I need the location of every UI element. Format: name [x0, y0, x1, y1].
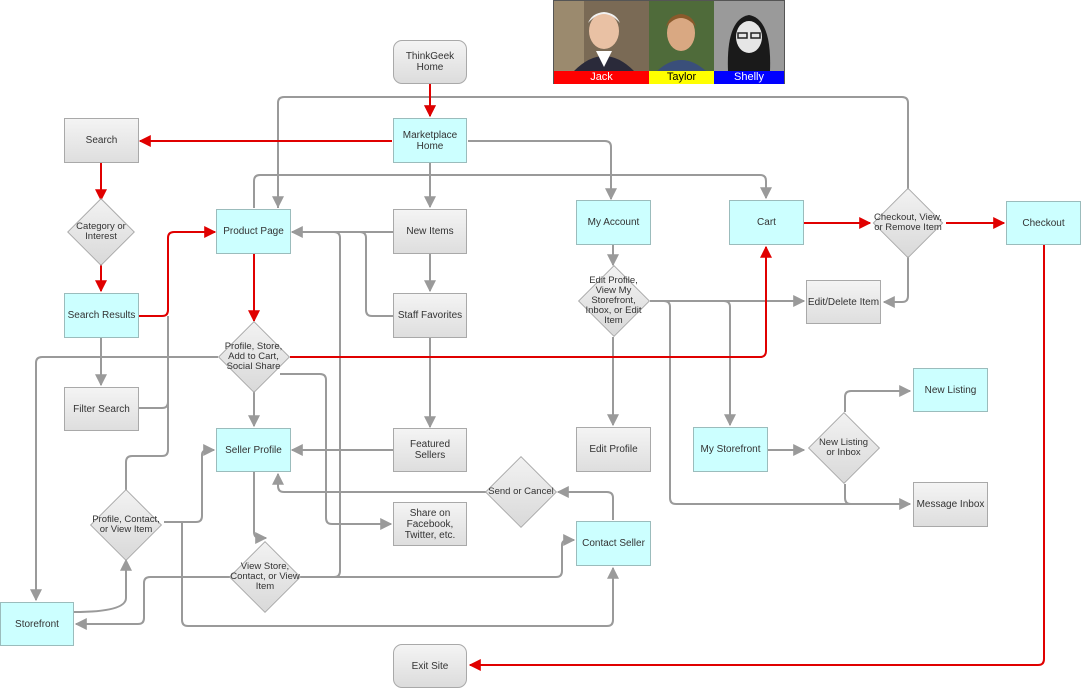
- decision-label: Checkout, View, or Remove Item: [874, 212, 942, 233]
- decision-checkout-view-remove[interactable]: Checkout, View, or Remove Item: [870, 187, 946, 259]
- decision-new-listing-or-inbox[interactable]: New Listing or Inbox: [806, 411, 881, 485]
- node-my-storefront[interactable]: My Storefront: [693, 427, 768, 472]
- connector-marketplace-to-productpage: [253, 174, 430, 208]
- decision-send-or-cancel[interactable]: Send or Cancel: [484, 455, 558, 529]
- connector-profile-diamond-to-share: [280, 373, 393, 530]
- decision-label: Category or Interest: [76, 221, 126, 242]
- shelly-name: Shelly: [714, 71, 784, 84]
- shelly-photo: [714, 1, 784, 71]
- node-storefront[interactable]: Storefront: [0, 602, 74, 646]
- node-thinkgeek-home[interactable]: ThinkGeek Home: [393, 40, 467, 84]
- node-exit-site[interactable]: Exit Site: [393, 644, 467, 688]
- decision-label: New Listing or Inbox: [818, 437, 869, 458]
- connector-options-to-inbox: [663, 300, 912, 510]
- connector-contact-to-send: [556, 486, 614, 520]
- node-checkout[interactable]: Checkout: [1006, 201, 1081, 245]
- node-filter-search[interactable]: Filter Search: [64, 387, 139, 431]
- node-marketplace-home[interactable]: Marketplace Home: [393, 118, 467, 163]
- connector-checkoutdiamond-to-editdelete: [882, 256, 909, 308]
- taylor-photo: [649, 1, 714, 71]
- connector-viewstore-to-product: [300, 231, 341, 578]
- jack-name: Jack: [554, 71, 649, 84]
- node-message-inbox[interactable]: Message Inbox: [913, 482, 988, 527]
- connector-viewstore-to-contact: [300, 534, 576, 578]
- decision-label: View Store, Contact, or View Item: [230, 560, 300, 592]
- connector-pcv-to-seller: [164, 444, 216, 523]
- taylor-name: Taylor: [649, 71, 714, 84]
- avatar-shelly: Shelly: [714, 1, 784, 84]
- node-search[interactable]: Search: [64, 118, 139, 163]
- node-featured-sellers[interactable]: Featured Sellers: [393, 428, 467, 472]
- node-staff-favorites[interactable]: Staff Favorites: [393, 293, 467, 338]
- node-new-listing[interactable]: New Listing: [913, 368, 988, 412]
- connector-diamond-to-newlisting: [844, 385, 912, 412]
- connector-seller-to-viewstore-diamond: [253, 472, 268, 544]
- connector-loop-top: [277, 96, 909, 208]
- connector-marketplace-to-cart: [600, 174, 772, 200]
- avatar-taylor: Taylor: [649, 1, 714, 84]
- decision-edit-profile-options[interactable]: Edit Profile, View My Storefront, Inbox,…: [576, 264, 651, 338]
- red-flow-checkout-to-exit: [468, 245, 1045, 671]
- node-new-items[interactable]: New Items: [393, 209, 467, 254]
- red-flow-diamond-to-cart: [290, 245, 772, 358]
- connector-profile-diamond-to-storefront: [30, 356, 218, 602]
- connector-viewstore-to-storefront: [74, 576, 230, 630]
- node-share-on-facebook[interactable]: Share on Facebook, Twitter, etc.: [393, 502, 467, 546]
- node-cart[interactable]: Cart: [729, 200, 804, 245]
- connector-filter-to-product: [139, 316, 169, 409]
- connector-pcv-to-contact: [181, 522, 619, 627]
- red-flow-results-to-product: [139, 226, 217, 317]
- decision-profile-store-cart-share[interactable]: Profile, Store, Add to Cart, Social Shar…: [216, 320, 291, 394]
- decision-label: Edit Profile, View My Storefront, Inbox,…: [585, 275, 642, 326]
- decision-label: Profile, Contact, or View Item: [92, 514, 160, 535]
- node-product-page[interactable]: Product Page: [216, 209, 291, 254]
- decision-label: Profile, Store, Add to Cart, Social Shar…: [224, 341, 283, 372]
- node-search-results[interactable]: Search Results: [64, 293, 139, 338]
- node-contact-seller[interactable]: Contact Seller: [576, 521, 651, 566]
- connector-storefront-to-pcv: [73, 558, 132, 613]
- connector-staff-to-product: [330, 231, 393, 317]
- connector-options-to-mystorefront: [650, 300, 736, 427]
- connector-send-to-seller: [272, 472, 486, 493]
- connector-diamond-to-inbox: [844, 484, 910, 505]
- decision-view-store-contact-view[interactable]: View Store, Contact, or View Item: [228, 540, 302, 613]
- decision-label: Send or Cancel: [488, 486, 554, 497]
- connector-marketplace-to-myaccount: [468, 140, 617, 201]
- node-edit-delete-item[interactable]: Edit/Delete Item: [806, 280, 881, 324]
- node-seller-profile[interactable]: Seller Profile: [216, 428, 291, 472]
- node-my-account[interactable]: My Account: [576, 200, 651, 245]
- decision-profile-contact-view[interactable]: Profile, Contact, or View Item: [88, 488, 164, 562]
- jack-photo: [554, 1, 649, 71]
- team-avatars: Jack Taylor Shelly: [553, 0, 785, 84]
- avatar-jack: Jack: [554, 1, 649, 84]
- connector-pcv-to-product: [125, 316, 169, 490]
- decision-category-or-interest[interactable]: Category or Interest: [64, 198, 138, 266]
- node-edit-profile[interactable]: Edit Profile: [576, 427, 651, 472]
